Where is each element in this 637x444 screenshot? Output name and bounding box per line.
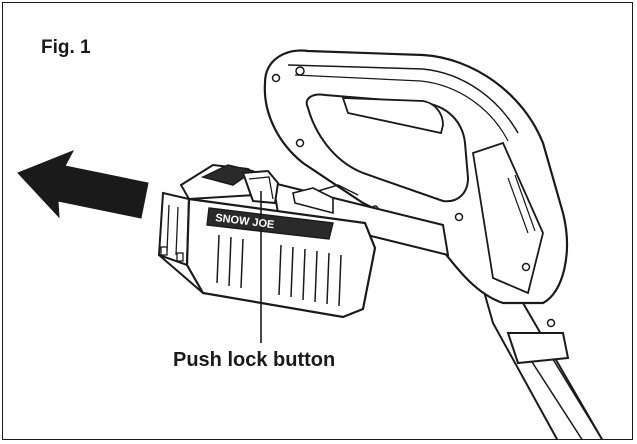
tool-illustration: SNOW JOE xyxy=(17,49,603,439)
arrow-left-icon xyxy=(17,150,149,219)
push-lock-button-label: Push lock button xyxy=(173,349,336,371)
figure-label: Fig. 1 xyxy=(41,37,91,58)
battery-pack xyxy=(157,163,377,319)
push-lock-button xyxy=(241,169,280,205)
figure-frame: SNOW JOE Fig. 1 Push lock button xyxy=(2,2,633,440)
tool-handle xyxy=(263,49,569,328)
battery-dock xyxy=(271,181,450,257)
